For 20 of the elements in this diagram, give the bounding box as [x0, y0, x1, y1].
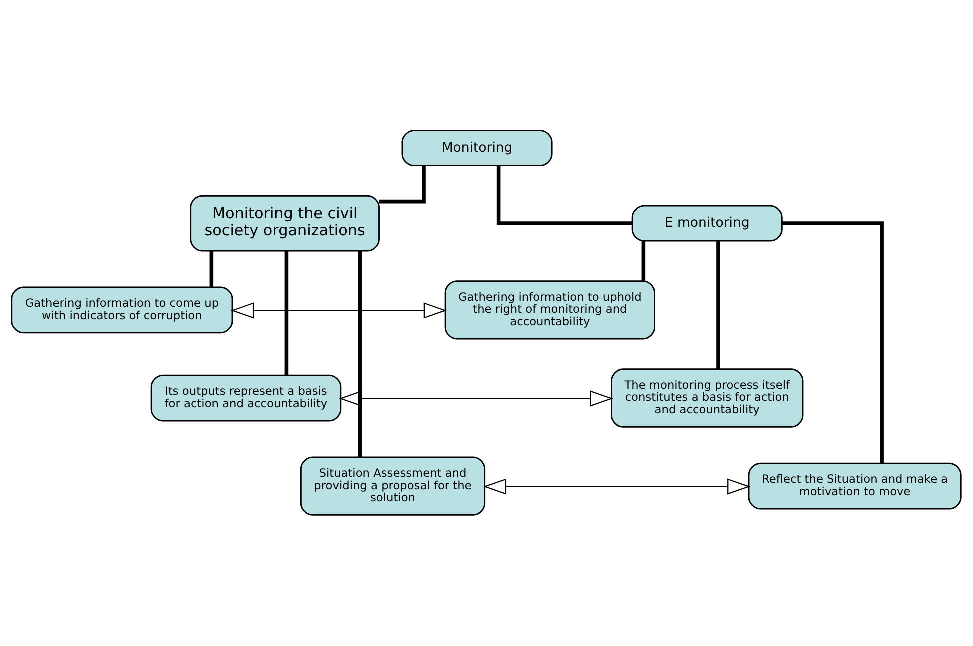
arrow: [230, 302, 447, 319]
connector: [782, 222, 884, 464]
connector: [716, 241, 720, 370]
node-box: Monitoring: [402, 130, 553, 167]
connector: [358, 251, 362, 458]
connector: [284, 251, 289, 376]
node-box: E monitoring: [632, 205, 783, 242]
node-box: The monitoring process itself constitutes a basis for action and accountability: [611, 368, 804, 428]
arrow: [483, 478, 751, 495]
node-box: Monitoring the civil society organizations: [190, 195, 380, 252]
node-box: Reflect the Situation and make a motivation to move: [748, 462, 962, 510]
node-box: Gathering information to uphold the right of monitoring and accountability: [444, 280, 656, 340]
connector: [210, 251, 214, 288]
connector: [379, 166, 426, 204]
node-box: Its outputs represent a basis for action and accountability: [150, 374, 342, 422]
connector: [496, 166, 632, 226]
node-box: Gathering information to come up with indicators of corruption: [11, 286, 234, 334]
connector: [642, 241, 646, 282]
node-box: Situation Assessment and providing a proposal for the solution: [300, 456, 486, 516]
arrow: [339, 390, 614, 407]
